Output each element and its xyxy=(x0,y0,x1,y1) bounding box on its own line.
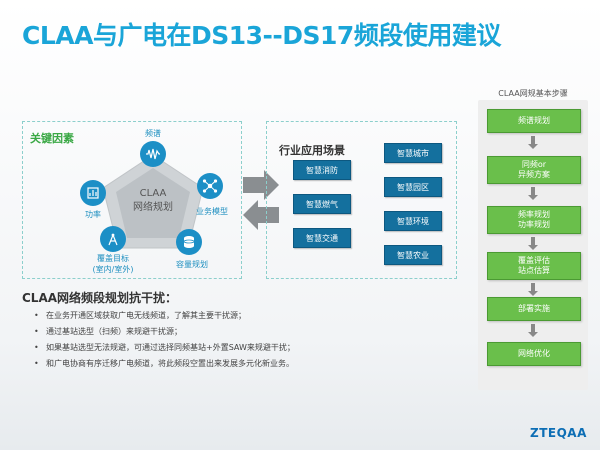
step-line: 部署实施 xyxy=(518,304,550,313)
factor-power-label: 功率 xyxy=(85,210,101,219)
step-line: 覆盖评估 xyxy=(518,256,550,265)
bullet-text: 和广电协商有序迁移广电频道，将此频段空置出来发展多元化新业务。 xyxy=(46,359,294,368)
factor-capacity-label: 容量规划 xyxy=(176,260,208,269)
list-item: •如果基站选型无法规避，可通过选择同频基站+外置SAW来规避干扰； xyxy=(34,343,295,352)
factor-business-model-label: 业务模型 xyxy=(196,207,228,216)
arrow-down-icon xyxy=(528,187,538,200)
coverage-label-line: 覆盖目标 xyxy=(97,254,129,263)
step-coverage-site-estimate[interactable]: 覆盖评估 站点估算 xyxy=(487,252,581,280)
step-spectrum-planning[interactable]: 频谱规划 xyxy=(487,109,581,133)
step-network-optimization[interactable]: 网络优化 xyxy=(487,342,581,366)
bullet-text: 如果基站选型无法规避，可通过选择同频基站+外置SAW来规避干扰； xyxy=(46,343,295,352)
interference-list: •在业务开通区域获取广电无线频道，了解其主要干扰源； •通过基站选型（扫频）来规… xyxy=(34,308,364,372)
scenario-environment[interactable]: 智慧环境 xyxy=(384,211,442,231)
key-factors-box xyxy=(22,121,242,279)
step-line: 站点估算 xyxy=(518,266,550,275)
step-line: 异频方案 xyxy=(518,170,550,179)
zte-logo: ZTEQAA xyxy=(530,426,587,440)
arrow-down-icon xyxy=(528,283,538,296)
step-line: 频率规划 xyxy=(518,210,550,219)
list-item: •在业务开通区域获取广电无线频道，了解其主要干扰源； xyxy=(34,311,246,320)
arrow-down-icon xyxy=(528,324,538,337)
step-frequency-power-planning[interactable]: 频率规划 功率规划 xyxy=(487,206,581,234)
business-model-icon xyxy=(197,173,223,199)
slide-title: CLAA与广电在DS13--DS17频段使用建议 xyxy=(22,21,501,50)
scenario-fire[interactable]: 智慧消防 xyxy=(293,160,351,180)
step-line: 频谱规划 xyxy=(518,116,550,125)
list-item: •通过基站选型（扫频）来规避干扰源； xyxy=(34,327,182,336)
step-line: 同频or xyxy=(521,160,547,169)
step-frequency-scheme[interactable]: 同频or 异频方案 xyxy=(487,156,581,184)
step-line: 网络优化 xyxy=(518,349,550,358)
scenario-gas[interactable]: 智慧燃气 xyxy=(293,194,351,214)
capacity-icon xyxy=(176,229,202,255)
scenario-agriculture[interactable]: 智慧农业 xyxy=(384,245,442,265)
interference-title: CLAA网络频段规划抗干扰： xyxy=(22,291,178,305)
arrow-down-icon xyxy=(528,237,538,250)
power-icon xyxy=(80,180,106,206)
arrow-down-icon xyxy=(528,136,538,149)
center-line-1: CLAA xyxy=(139,188,167,199)
list-item: •和广电协商有序迁移广电频道，将此频段空置出来发展多元化新业务。 xyxy=(34,359,294,368)
scenarios-label: 行业应用场景 xyxy=(279,144,345,157)
factor-coverage-label: 覆盖目标 (室内/室外) xyxy=(88,253,138,275)
scenario-traffic[interactable]: 智慧交通 xyxy=(293,228,351,248)
coverage-sub-line: (室内/室外) xyxy=(92,265,134,274)
antenna-icon xyxy=(100,226,126,252)
scenario-city[interactable]: 智慧城市 xyxy=(384,143,442,163)
bullet-text: 通过基站选型（扫频）来规避干扰源； xyxy=(46,327,182,336)
step-line: 功率规划 xyxy=(518,220,550,229)
steps-panel-title: CLAA网规基本步骤 xyxy=(498,89,568,98)
step-deployment[interactable]: 部署实施 xyxy=(487,297,581,321)
key-factors-label: 关键因素 xyxy=(30,132,74,145)
bullet-text: 在业务开通区域获取广电无线频道，了解其主要干扰源； xyxy=(46,311,246,320)
pentagon-center-text: CLAA 网络规划 xyxy=(118,187,188,215)
factor-spectrum-label: 频谱 xyxy=(145,129,161,138)
scenarios-box xyxy=(266,121,457,279)
scenario-park[interactable]: 智慧园区 xyxy=(384,177,442,197)
center-line-2: 网络规划 xyxy=(133,202,173,213)
spectrum-icon xyxy=(140,141,166,167)
